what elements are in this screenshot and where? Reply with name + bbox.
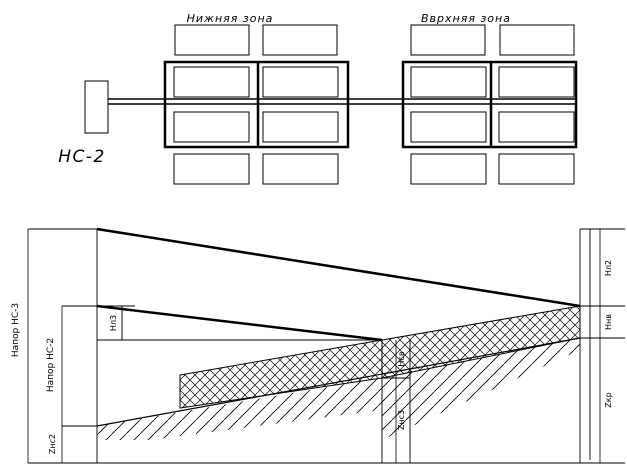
piezometric-line-ns3 bbox=[96, 227, 581, 308]
pump-station-label: НС-2 bbox=[58, 147, 106, 167]
h-nv-label: Hнв bbox=[604, 314, 613, 330]
piezometric-line-ns2 bbox=[96, 304, 383, 342]
upper-zone-label: Вврхняя зона bbox=[421, 12, 511, 25]
z-ns3-label: Zнс3 bbox=[397, 410, 406, 430]
z-kr-label: Zкр bbox=[604, 392, 613, 407]
reference-lines bbox=[28, 228, 625, 464]
lower-zone-block bbox=[163, 24, 350, 185]
dimension-lines bbox=[27, 229, 601, 463]
h-sv-label: Hсв bbox=[397, 351, 406, 366]
pump-station-ns2 bbox=[84, 80, 109, 134]
ground-hatch-right bbox=[382, 338, 580, 440]
h-l2-label: Hл2 bbox=[604, 260, 613, 276]
ground-line bbox=[96, 337, 581, 427]
h-l3-label: Hл3 bbox=[109, 315, 118, 331]
lower-zone-label: Нижняя зона bbox=[187, 12, 274, 25]
upper-zone-block bbox=[401, 24, 578, 185]
z-ns2-label: Zнс2 bbox=[48, 434, 57, 454]
head-ns3-label: Напор НС-3 bbox=[11, 303, 21, 357]
main-pipeline bbox=[108, 98, 576, 105]
profile-view: Напор НС-3 Напор НС-2 Zнс2 Hл3 Hсв Zнс3 … bbox=[11, 227, 625, 464]
plan-view: Нижняя зона Вврхняя зона НС-2 bbox=[58, 12, 578, 185]
head-ns2-label: Напор НС-2 bbox=[46, 338, 56, 392]
